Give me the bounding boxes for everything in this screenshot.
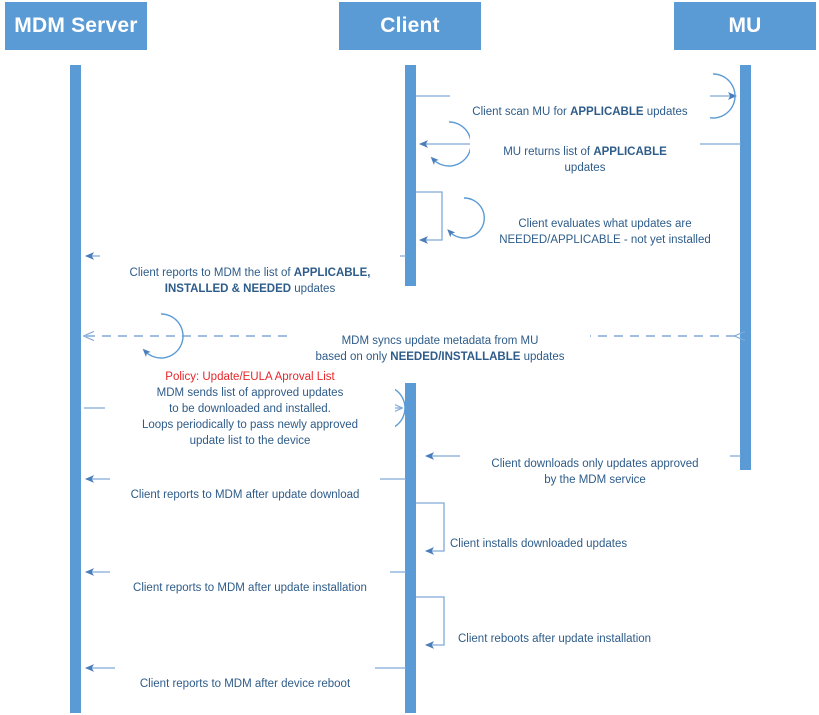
label-text-m6: MDM sends list of approved updates to be… <box>141 387 359 447</box>
label-text-m12: Client reports to MDM after device reboo… <box>139 678 351 690</box>
message-label-client-downloads-updates: Client downloads only updates approved b… <box>460 440 730 488</box>
message-label-client-reports-reboot: Client reports to MDM after device reboo… <box>115 660 375 692</box>
self-message-client-installs[interactable] <box>416 502 445 555</box>
label-text-m4: Client reports to MDM the list of APPLIC… <box>129 267 371 295</box>
message-label-client-scan-mu: Client scan MU for APPLICABLE updates <box>450 88 710 120</box>
message-label-client-installs: Client installs downloaded updates <box>450 520 670 552</box>
self-message-client-reboots[interactable] <box>416 596 445 649</box>
message-label-client-reports-installation: Client reports to MDM after update insta… <box>110 564 390 596</box>
label-text-m10: Client reports to MDM after update insta… <box>133 582 367 594</box>
message-label-mu-returns-list: MU returns list of APPLICABLE updates <box>470 128 700 176</box>
actor-header-mdm-server[interactable]: MDM Server <box>5 2 147 50</box>
message-label-mdm-sends-approved-list: Policy: Update/EULA Aproval List MDM sen… <box>105 369 395 449</box>
label-text-m8: Client reports to MDM after update downl… <box>130 489 360 501</box>
label-text-m9: Client installs downloaded updates <box>450 538 628 550</box>
lifelines <box>70 65 751 713</box>
actor-label-mdm-server: MDM Server <box>14 14 138 37</box>
label-text-m5: MDM syncs update metadata from MU based … <box>315 335 565 363</box>
label-text-m11: Client reboots after update installation <box>458 633 652 645</box>
message-label-client-reboots: Client reboots after update installation <box>458 615 688 647</box>
lifeline-client-lower[interactable] <box>405 383 416 713</box>
label-text-m1: Client scan MU for APPLICABLE updates <box>472 106 688 118</box>
label-text-m7: Client downloads only updates approved b… <box>491 458 699 486</box>
actor-header-mu[interactable]: MU <box>674 2 816 50</box>
lifeline-mu[interactable] <box>740 65 751 470</box>
message-label-client-reports-download: Client reports to MDM after update downl… <box>110 471 380 503</box>
policy-title-text: Policy: Update/EULA Aproval List <box>165 371 335 383</box>
message-label-mdm-syncs-metadata: MDM syncs update metadata from MU based … <box>290 317 590 365</box>
loop-icon-m5 <box>142 313 184 359</box>
loop-icon-m2 <box>430 121 472 167</box>
message-label-client-reports-list: Client reports to MDM the list of APPLIC… <box>100 249 400 297</box>
self-message-client-evaluates[interactable] <box>416 191 443 244</box>
label-text-m3: Client evaluates what updates are NEEDED… <box>499 218 711 246</box>
loop-icon-m3 <box>447 197 485 239</box>
actor-label-client: Client <box>380 14 440 37</box>
lifeline-client-upper[interactable] <box>405 65 416 286</box>
lifeline-mdm-server[interactable] <box>70 65 81 713</box>
actor-header-client[interactable]: Client <box>339 2 481 50</box>
message-label-client-evaluates: Client evaluates what updates are NEEDED… <box>480 200 730 248</box>
actor-label-mu: MU <box>728 14 762 37</box>
label-text-m2: MU returns list of APPLICABLE updates <box>503 146 667 174</box>
